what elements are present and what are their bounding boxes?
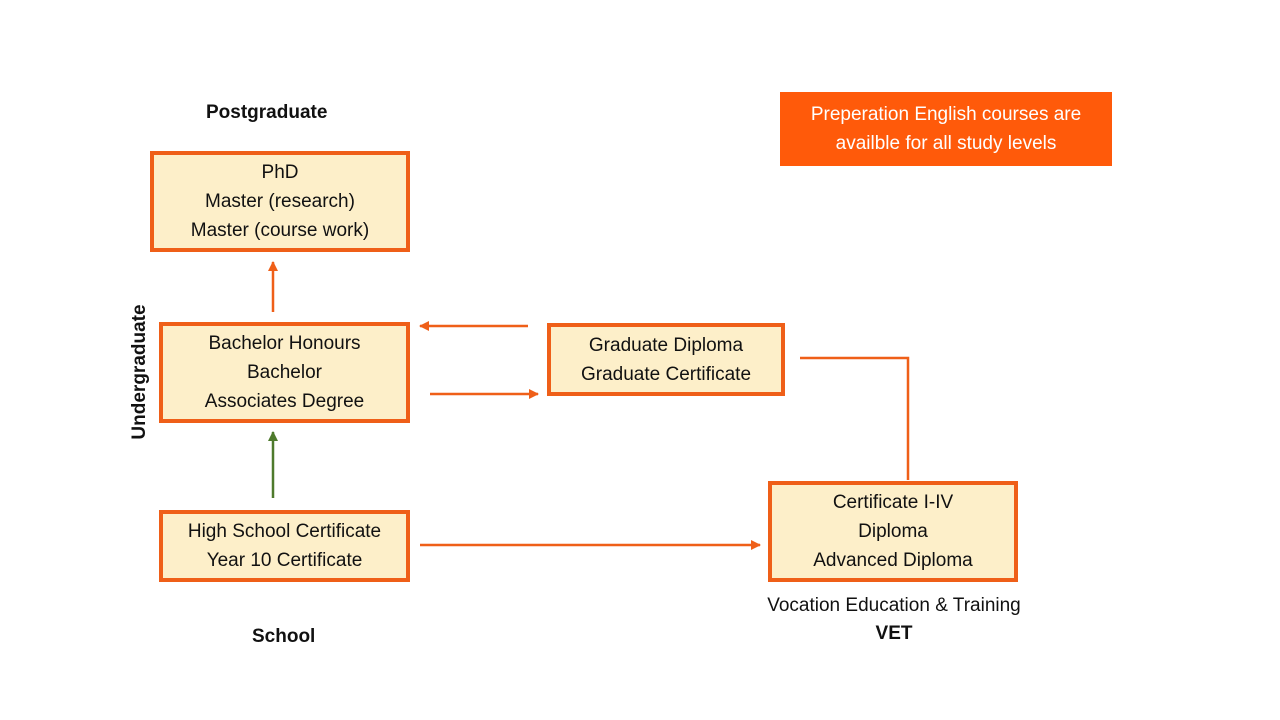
- undergraduate-box: Bachelor Honours Bachelor Associates Deg…: [159, 322, 410, 423]
- qualification-item: Diploma: [858, 521, 928, 542]
- school-box: High School Certificate Year 10 Certific…: [159, 510, 410, 582]
- qualification-item: Bachelor: [247, 362, 322, 383]
- postgraduate-box: PhD Master (research) Master (course wor…: [150, 151, 410, 252]
- qualification-item: High School Certificate: [187, 521, 382, 542]
- qualification-item: Year 10 Certificate: [206, 550, 363, 571]
- qualification-item: Certificate I-IV: [832, 492, 954, 513]
- qualification-item: Master (research): [205, 191, 355, 212]
- qualification-item: PhD: [261, 162, 299, 183]
- school-label: School: [252, 626, 316, 647]
- qualification-item: Bachelor Honours: [208, 333, 361, 354]
- note-line: Preperation English courses are: [810, 104, 1082, 125]
- note-line: availble for all study levels: [835, 133, 1057, 154]
- graduate-box: Graduate Diploma Graduate Certificate: [547, 323, 785, 396]
- vet-full-label: Vocation Education & Training: [767, 595, 1021, 616]
- english-courses-note: Preperation English courses are availble…: [780, 92, 1112, 166]
- qualification-item: Associates Degree: [204, 391, 365, 412]
- undergraduate-label: Undergraduate: [129, 304, 150, 440]
- vet-box: Certificate I-IV Diploma Advanced Diplom…: [768, 481, 1018, 582]
- vet-short-label: VET: [875, 623, 913, 644]
- postgraduate-label: Postgraduate: [206, 102, 328, 123]
- qualification-item: Graduate Certificate: [580, 363, 752, 385]
- connector-vet-to-graduate: [800, 356, 910, 480]
- qualification-item: Advanced Diploma: [813, 550, 973, 571]
- qualification-item: Graduate Diploma: [588, 334, 744, 356]
- vet-caption: Vocation Education & Training VET: [745, 592, 1043, 648]
- qualification-item: Master (course work): [190, 220, 370, 241]
